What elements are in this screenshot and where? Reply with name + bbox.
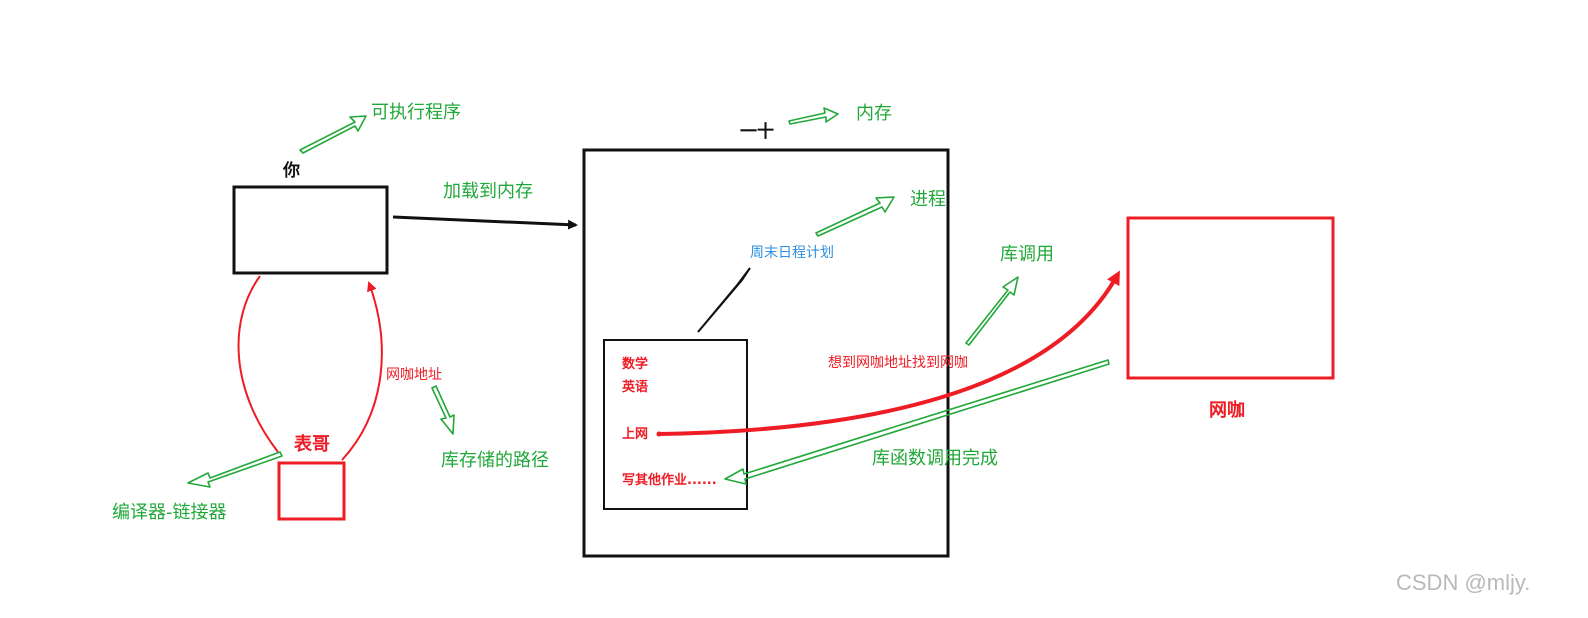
watermark: CSDN @mljy.: [1396, 570, 1531, 595]
green-arrows: [187, 107, 1110, 488]
label-memory: 内存: [856, 103, 892, 124]
memory-box: [582, 148, 950, 558]
label-math: 数学: [622, 357, 649, 372]
label-write-homework: 写其他作业......: [622, 473, 717, 488]
label-library-call-done: 库函数调用完成: [872, 448, 998, 469]
cousin-to-you-right-curve: [341, 281, 383, 461]
label-cousin: 表哥: [294, 434, 330, 455]
label-library-call: 库调用: [1000, 244, 1054, 265]
label-cafe-address: 网咖地址: [386, 367, 442, 383]
green-arrow-executable: [299, 115, 367, 154]
green-arrow-library-done: [724, 359, 1110, 485]
cousin-box: [277, 461, 346, 521]
label-storage-path: 库存储的路径: [441, 450, 549, 471]
green-arrow-compiler: [187, 451, 283, 488]
green-arrow-memory: [788, 107, 839, 125]
label-ten: 一十: [740, 122, 774, 142]
surf-to-cafe-arrow: [658, 270, 1120, 436]
label-you: 你: [283, 161, 300, 181]
label-compiler-linker: 编译器-链接器: [112, 502, 227, 523]
plan-arrow: [697, 267, 751, 333]
cafe-box: [1126, 216, 1335, 380]
green-arrow-library-call: [965, 276, 1019, 346]
label-process: 进程: [910, 189, 946, 210]
label-find-cafe: 想到网咖地址找到网咖: [828, 355, 968, 371]
label-weekend-plan: 周末日程计划: [750, 245, 834, 261]
surf-dot: [656, 431, 662, 437]
process-box: [603, 339, 748, 510]
green-arrow-process: [815, 196, 895, 237]
label-surf: 上网: [622, 427, 649, 442]
label-cafe: 网咖: [1209, 400, 1245, 421]
label-load-to-memory: 加载到内存: [443, 181, 533, 202]
green-arrow-storage-path: [431, 385, 455, 435]
label-english: 英语: [622, 380, 649, 395]
you-box: [232, 185, 389, 275]
label-executable: 可执行程序: [371, 102, 461, 123]
cousin-to-you-left-curve: [237, 275, 279, 453]
load-arrow: [392, 215, 578, 230]
